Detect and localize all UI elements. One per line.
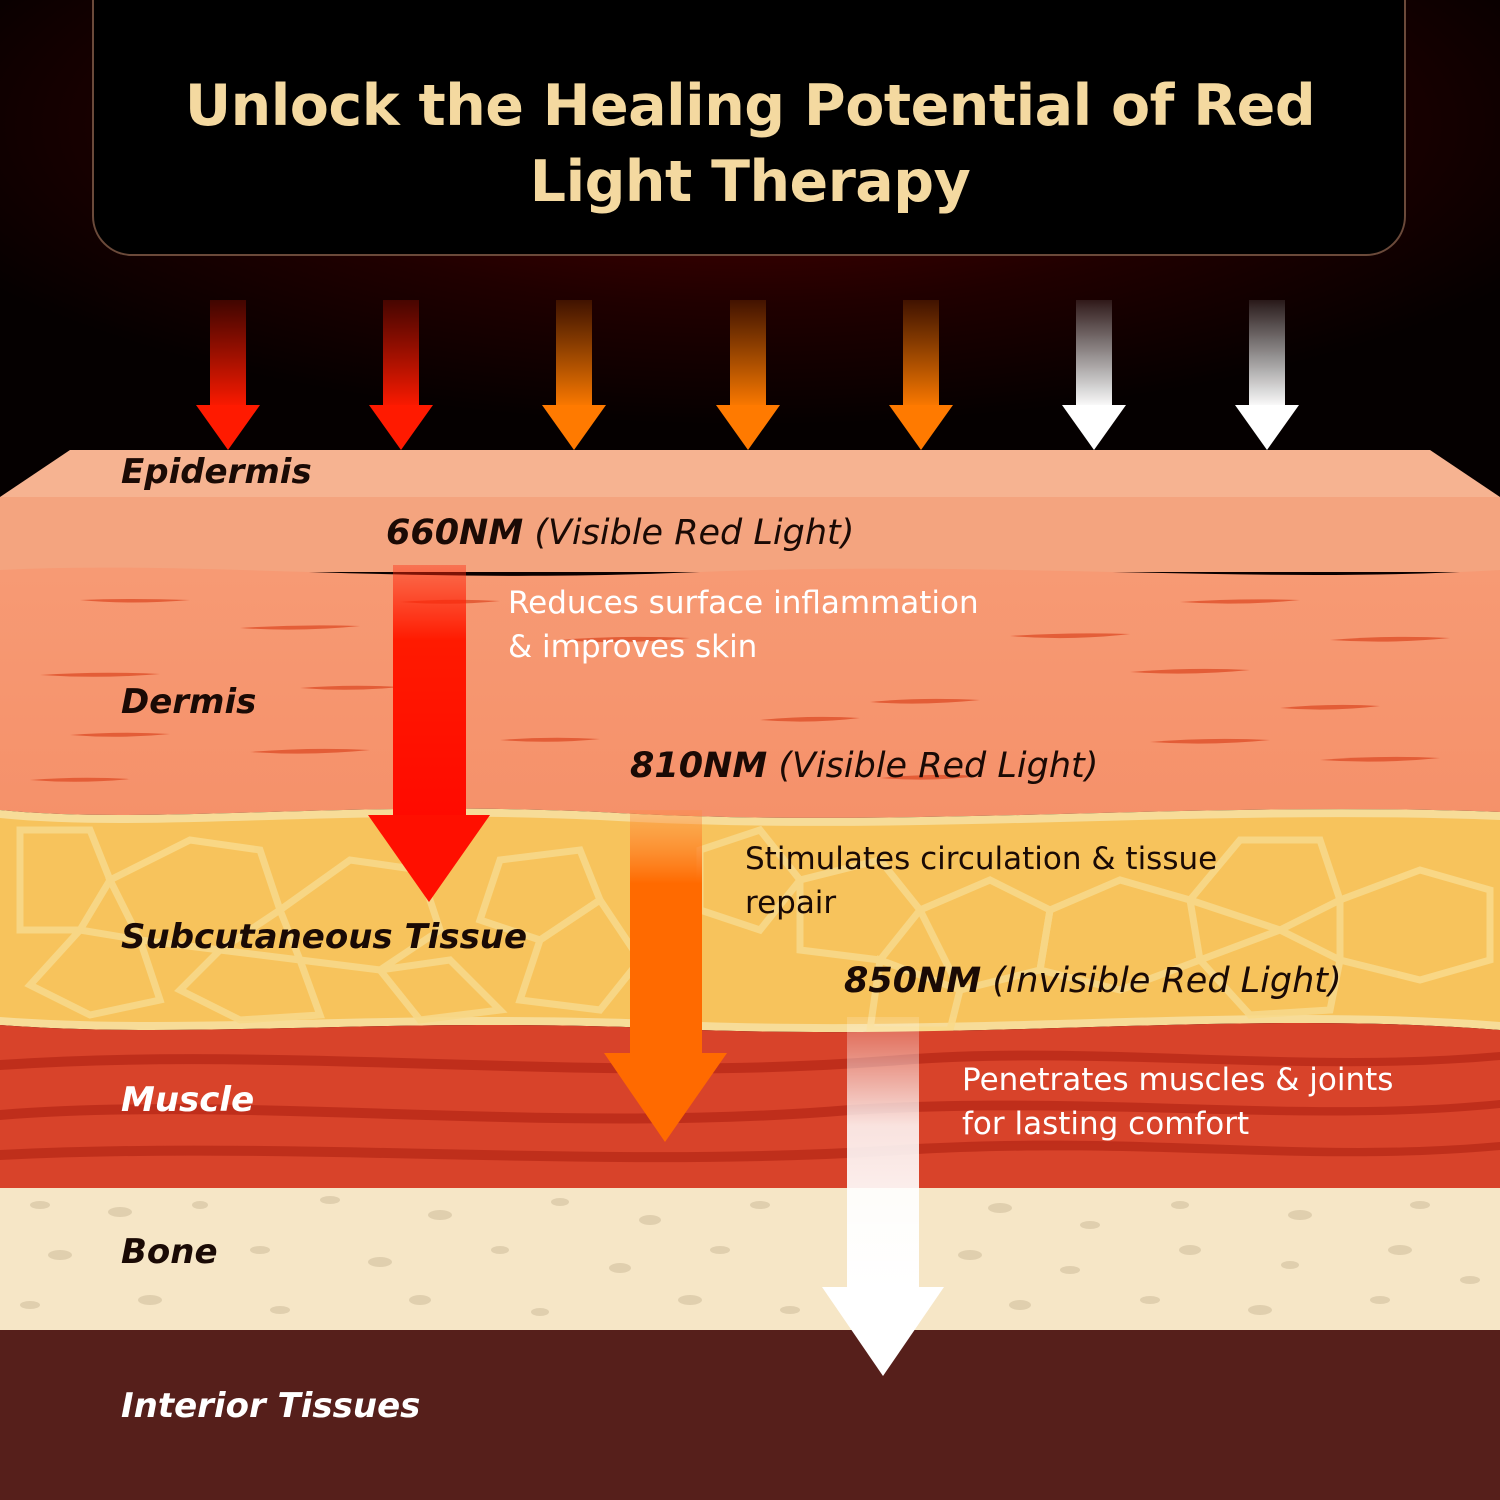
wavelength-660-desc-line-1: Reduces surface inflammation (508, 585, 979, 621)
title-line-1: Unlock the Healing Potential of Red (184, 73, 1316, 139)
incoming-light-arrow (889, 300, 953, 450)
incoming-light-arrow (196, 300, 260, 450)
arrow-850nm (822, 1017, 944, 1376)
wavelength-660-desc-line-2: & improves skin (508, 629, 758, 665)
wavelength-810-description: Stimulates circulation & tissue repair (745, 837, 1217, 925)
page-title: Unlock the Healing Potential of Red Ligh… (150, 68, 1350, 220)
wavelength-660-value: 660NM (386, 513, 524, 553)
layer-label-epidermis: Epidermis (121, 452, 312, 492)
incoming-light-arrow (1062, 300, 1126, 450)
layer-label-bone: Bone (121, 1232, 218, 1272)
wavelength-660-kind: (Visible Red Light) (534, 513, 855, 553)
wavelength-660-heading: 660NM (Visible Red Light) (386, 513, 854, 553)
incoming-light-arrow (1235, 300, 1299, 450)
title-line-2: Light Therapy (529, 149, 971, 215)
incoming-light-arrow (369, 300, 433, 450)
wavelength-810-desc-line-2: repair (745, 885, 837, 921)
wavelength-810-value: 810NM (630, 746, 768, 786)
wavelength-810-desc-line-1: Stimulates circulation & tissue (745, 841, 1218, 877)
incoming-light-arrow (542, 300, 606, 450)
wavelength-850-heading: 850NM (Invisible Red Light) (844, 961, 1342, 1001)
wavelength-850-kind: (Invisible Red Light) (992, 961, 1342, 1001)
arrow-660nm (368, 565, 490, 902)
wavelength-660-description: Reduces surface inflammation & improves … (508, 581, 979, 669)
wavelength-850-desc-line-2: for lasting comfort (962, 1106, 1250, 1142)
wavelength-850-desc-line-1: Penetrates muscles & joints (962, 1062, 1394, 1098)
layer-label-muscle: Muscle (121, 1080, 255, 1120)
layer-label-interior: Interior Tissues (121, 1386, 421, 1426)
wavelength-810-heading: 810NM (Visible Red Light) (630, 746, 1098, 786)
wavelength-810-kind: (Visible Red Light) (778, 746, 1099, 786)
arrow-810nm (604, 810, 727, 1142)
incoming-light-arrow (716, 300, 780, 450)
title-box (92, 0, 1406, 256)
wavelength-850-description: Penetrates muscles & joints for lasting … (962, 1058, 1393, 1146)
layer-label-subcutaneous: Subcutaneous Tissue (121, 917, 528, 957)
wavelength-850-value: 850NM (844, 961, 982, 1001)
layer-label-dermis: Dermis (121, 682, 257, 722)
